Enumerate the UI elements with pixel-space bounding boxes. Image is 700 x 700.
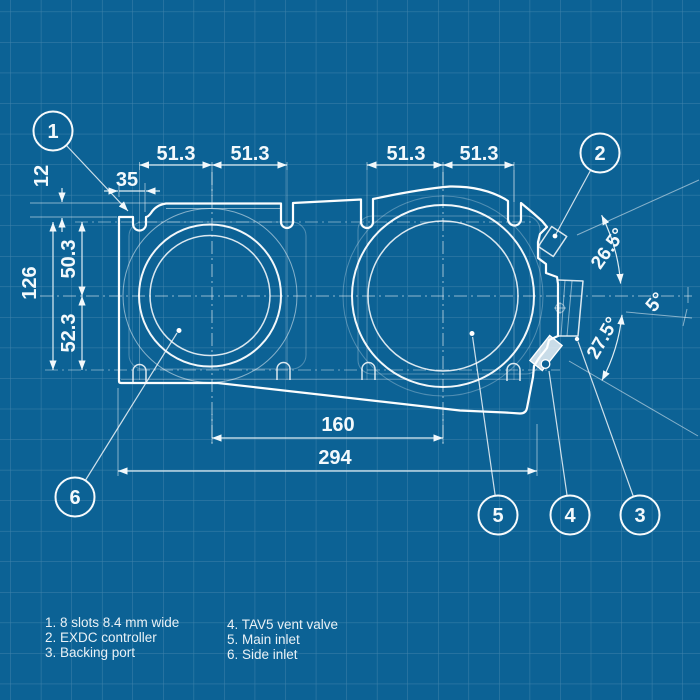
leader-3-dot	[574, 336, 580, 342]
dim-50-3: 50.3	[58, 240, 80, 279]
bottom-slot-2	[276, 361, 291, 380]
dim-51-3-a: 51.3	[157, 143, 196, 165]
callouts: 1 2 3 4 5 6	[32, 110, 661, 536]
dim-51-3-d: 51.3	[460, 143, 499, 165]
callout-5: 5	[492, 505, 503, 527]
leader-2	[555, 169, 592, 235]
legend-item-2: 2. EXDC controller	[45, 630, 157, 645]
angle-ray-5	[625, 311, 693, 319]
leader-6	[84, 332, 178, 481]
side-inlet-circle	[138, 223, 282, 368]
legend-item-5: 5. Main inlet	[227, 632, 300, 647]
callout-2-circle	[579, 132, 621, 174]
dim-294: 294	[318, 447, 352, 469]
exdc-controller-block	[537, 225, 568, 258]
side-inlet-outer-circle	[122, 208, 298, 383]
backing-port-flange	[557, 279, 584, 337]
arc-27-5	[601, 314, 625, 381]
dim-126: 126	[19, 266, 41, 299]
leader-4	[548, 370, 568, 496]
dim-35: 35	[116, 169, 138, 191]
tav5-vent-valve	[528, 334, 564, 372]
dim-51-3-b: 51.3	[231, 143, 270, 165]
callout-3: 3	[634, 505, 645, 527]
leader-6-dot	[176, 328, 182, 333]
bottom-slot-4	[506, 362, 521, 381]
callout-6-circle	[54, 476, 96, 518]
arc-26-5	[601, 214, 624, 284]
main-inlet-bore-circle	[367, 220, 519, 372]
leader-1	[65, 144, 129, 212]
pump-top-view	[40, 170, 692, 446]
backing-port-plate-line-2	[566, 280, 573, 337]
callout-5-circle	[477, 494, 519, 536]
main-inlet-pocket	[357, 215, 541, 375]
bottom-slot-3	[361, 361, 376, 380]
angle-ray-26-5	[576, 179, 700, 236]
pump-body-outline	[117, 185, 560, 415]
side-inlet-bore-circle	[149, 234, 271, 357]
callout-4-circle	[549, 494, 591, 536]
leader-3	[577, 341, 634, 497]
legend: 1. 8 slots 8.4 mm wide 2. EXDC controlle…	[45, 615, 338, 662]
legend-item-4: 4. TAV5 vent valve	[227, 617, 338, 632]
legend-item-1: 1. 8 slots 8.4 mm wide	[45, 615, 179, 630]
dim-12: 12	[31, 165, 53, 187]
dim-51-3-c: 51.3	[387, 143, 426, 165]
callout-1: 1	[47, 121, 58, 143]
angle-ray-27-5	[568, 360, 699, 437]
tav5-valve-screw-icon	[540, 359, 551, 369]
legend-item-6: 6. Side inlet	[227, 647, 298, 662]
callout-2: 2	[594, 143, 605, 165]
main-inlet-outer-circle	[342, 195, 544, 397]
legend-item-3: 3. Backing port	[45, 645, 135, 660]
angle-tick-2	[682, 308, 688, 327]
leader-5	[472, 336, 496, 496]
callout-3-circle	[619, 494, 661, 536]
callout-6: 6	[69, 487, 80, 509]
callout-1-circle	[32, 110, 74, 152]
callout-4: 4	[564, 505, 576, 527]
dim-52-3: 52.3	[58, 314, 80, 353]
dim-160: 160	[321, 414, 354, 436]
leader-2-dot	[552, 233, 558, 239]
leader-5-dot	[469, 331, 475, 336]
main-inlet-circle	[351, 204, 535, 388]
bottom-slot-1	[132, 363, 147, 382]
